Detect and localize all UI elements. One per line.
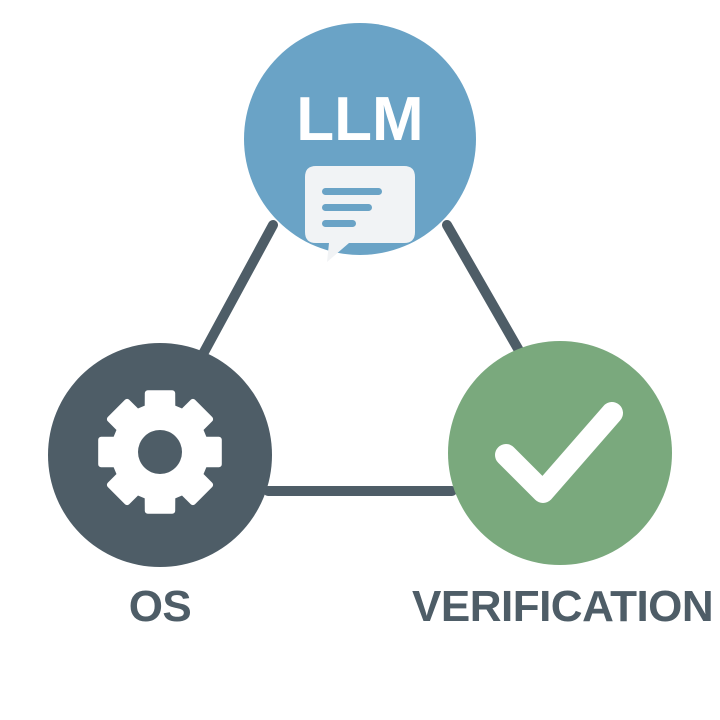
bubble-line-2 [322, 204, 372, 211]
connectors [198, 220, 526, 496]
llm-title: LLM [296, 85, 423, 154]
llm-node: LLM [244, 23, 476, 262]
gear-hole [138, 430, 182, 474]
checkmark-icon [495, 402, 623, 503]
verification-label: VERIFICATION [412, 582, 714, 631]
verification-node [448, 341, 672, 565]
os-label: OS [128, 582, 192, 631]
connector-llm-verification [442, 220, 526, 359]
gear-icon [98, 390, 222, 514]
llm-circle [244, 23, 476, 255]
connector-llm-os [198, 220, 278, 359]
os-node [48, 343, 272, 567]
verification-circle [448, 341, 672, 565]
bubble-line-3 [322, 220, 356, 227]
bubble-line-1 [322, 188, 382, 195]
chat-bubble-icon [305, 166, 415, 262]
